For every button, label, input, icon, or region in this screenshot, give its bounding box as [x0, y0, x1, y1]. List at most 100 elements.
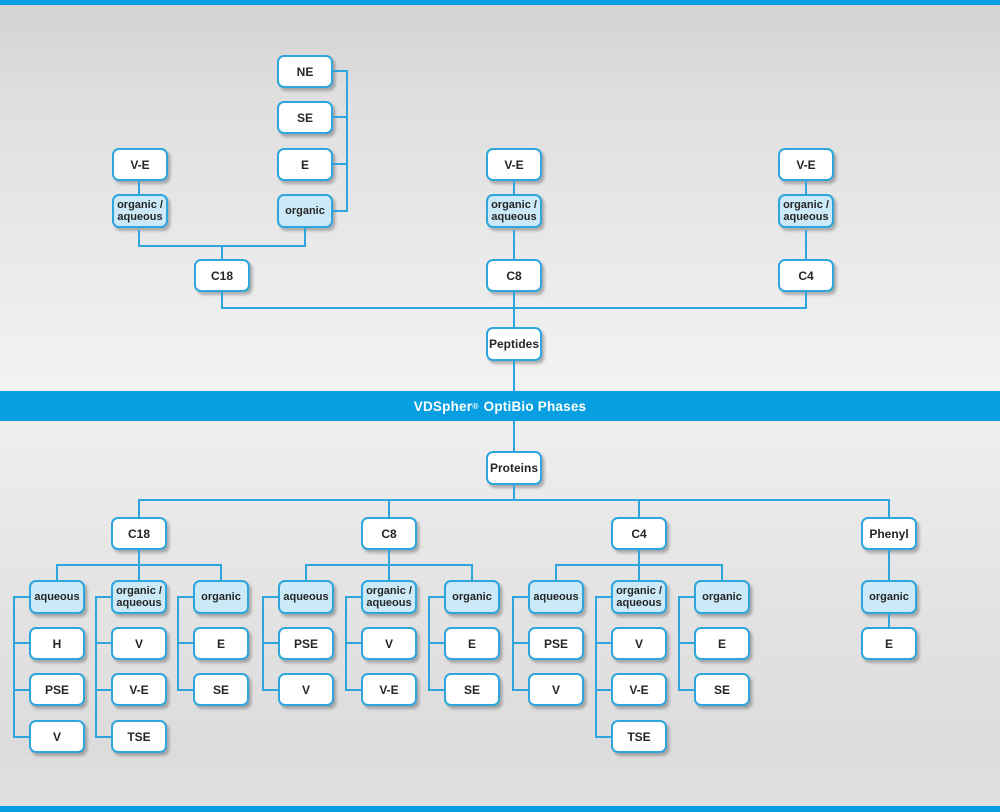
connector-line	[56, 564, 222, 566]
node-proteins-c8-organic-variant-se: SE	[444, 673, 500, 706]
connector-line	[95, 596, 111, 598]
connector-line	[177, 596, 193, 598]
connector-line	[805, 181, 807, 195]
connector-line	[13, 596, 15, 738]
connector-line	[13, 642, 29, 644]
connector-line	[95, 642, 111, 644]
connector-line	[221, 307, 807, 309]
connector-line	[345, 642, 361, 644]
node-proteins-c8-aqueous-mode: aqueous	[278, 580, 334, 614]
node-proteins-c18-organic-variant-se: SE	[193, 673, 249, 706]
connector-line	[513, 230, 515, 259]
node-proteins-c4-organic-variant-se: SE	[694, 673, 750, 706]
connector-line	[333, 163, 347, 165]
node-proteins-c8-organic-variant-e: E	[444, 627, 500, 660]
connector-line	[177, 689, 193, 691]
node-proteins-phenyl-organic-variant-e: E	[861, 627, 917, 660]
connector-line	[13, 736, 29, 738]
connector-line	[512, 689, 528, 691]
connector-line	[333, 70, 347, 72]
node-peptides-c18-orgaq-mode: organic / aqueous	[112, 194, 168, 228]
connector-line	[262, 596, 278, 598]
connector-line	[345, 689, 361, 691]
connector-line	[138, 245, 306, 247]
node-proteins-c4-orgaq-variant-tse: TSE	[611, 720, 667, 753]
connector-line	[512, 642, 528, 644]
node-peptides-column-c8: C8	[486, 259, 542, 292]
node-proteins-c8-orgaq-variant-v: V	[361, 627, 417, 660]
node-proteins-c8-orgaq-variant-ve: V-E	[361, 673, 417, 706]
connector-line	[595, 689, 611, 691]
connector-line	[512, 596, 528, 598]
node-proteins-c4-orgaq-variant-ve: V-E	[611, 673, 667, 706]
node-peptides-c8-orgaq-mode: organic / aqueous	[486, 194, 542, 228]
node-proteins-phenyl-organic-mode: organic	[861, 580, 917, 614]
node-proteins-column-c8: C8	[361, 517, 417, 550]
node-proteins-c18-orgaq-mode: organic / aqueous	[111, 580, 167, 614]
node-proteins-c4-organic-mode: organic	[694, 580, 750, 614]
connector-line	[13, 596, 29, 598]
node-peptides-c18-organic-mode: organic	[277, 194, 333, 228]
connector-line	[95, 596, 97, 738]
connector-line	[221, 292, 223, 309]
node-peptides-column-c4: C4	[778, 259, 834, 292]
node-proteins-c8-aqueous-variant-pse: PSE	[278, 627, 334, 660]
node-proteins-c18-orgaq-variant-tse: TSE	[111, 720, 167, 753]
node-peptides-root: Peptides	[486, 327, 542, 361]
node-peptides-c18-orgaq-variant-ve: V-E	[112, 148, 168, 181]
connector-line	[555, 564, 557, 580]
connector-line	[428, 596, 444, 598]
connector-line	[262, 642, 278, 644]
connector-line	[678, 596, 694, 598]
node-proteins-c18-aqueous-variant-v: V	[29, 720, 85, 753]
connector-line	[333, 116, 347, 118]
node-peptides-c18-organic-variant-e: E	[277, 148, 333, 181]
node-proteins-c4-organic-variant-e: E	[694, 627, 750, 660]
node-proteins-c4-orgaq-mode: organic / aqueous	[611, 580, 667, 614]
connector-line	[513, 361, 515, 391]
connector-line	[138, 499, 140, 517]
connector-line	[305, 564, 473, 566]
connector-line	[138, 499, 890, 501]
connector-line	[345, 596, 361, 598]
connector-line	[220, 564, 222, 580]
connector-line	[304, 228, 306, 247]
connector-line	[555, 564, 723, 566]
banner-product: OptiBio Phases	[483, 398, 587, 414]
connector-line	[638, 499, 640, 517]
connector-line	[13, 689, 29, 691]
node-proteins-c4-orgaq-variant-v: V	[611, 627, 667, 660]
node-peptides-c18-organic-variant-ne: NE	[277, 55, 333, 88]
connector-line	[221, 245, 223, 259]
connector-line	[428, 642, 444, 644]
node-proteins-c4-aqueous-variant-pse: PSE	[528, 627, 584, 660]
node-proteins-c18-orgaq-variant-ve: V-E	[111, 673, 167, 706]
connector-line	[346, 70, 348, 212]
node-proteins-c8-aqueous-variant-v: V	[278, 673, 334, 706]
connector-line	[595, 642, 611, 644]
connector-line	[513, 181, 515, 195]
node-peptides-c18-organic-variant-se: SE	[277, 101, 333, 134]
connector-line	[595, 736, 611, 738]
node-proteins-c8-orgaq-mode: organic / aqueous	[361, 580, 417, 614]
node-proteins-column-c18: C18	[111, 517, 167, 550]
connector-line	[805, 292, 807, 309]
bottom-accent-bar	[0, 806, 1000, 812]
connector-line	[428, 689, 444, 691]
connector-line	[138, 181, 140, 195]
connector-line	[177, 642, 193, 644]
connector-line	[888, 550, 890, 580]
node-proteins-c18-organic-mode: organic	[193, 580, 249, 614]
node-proteins-c8-organic-mode: organic	[444, 580, 500, 614]
node-proteins-c18-aqueous-mode: aqueous	[29, 580, 85, 614]
node-peptides-column-c18: C18	[194, 259, 250, 292]
connector-line	[513, 292, 515, 309]
node-proteins-c18-organic-variant-e: E	[193, 627, 249, 660]
node-proteins-c4-aqueous-variant-v: V	[528, 673, 584, 706]
node-proteins-c18-aqueous-variant-h: H	[29, 627, 85, 660]
connector-line	[95, 689, 111, 691]
connector-line	[388, 499, 390, 517]
connector-line	[95, 736, 111, 738]
node-proteins-c4-aqueous-mode: aqueous	[528, 580, 584, 614]
connector-line	[513, 485, 515, 501]
